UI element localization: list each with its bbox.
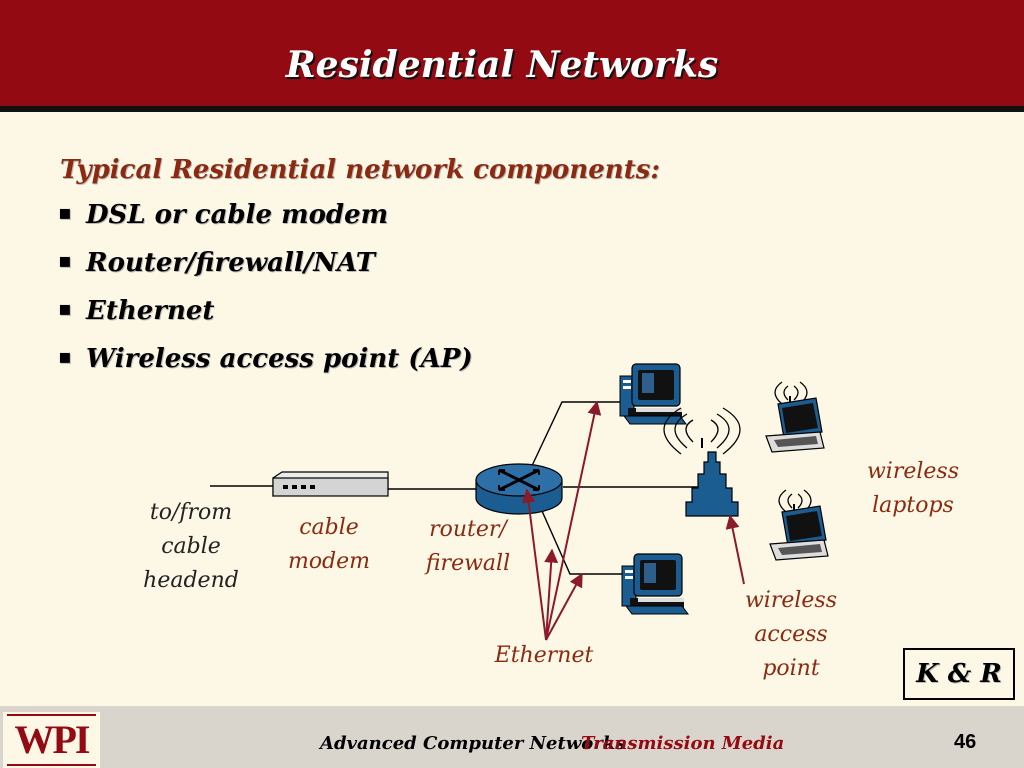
ethernet-arrows bbox=[521, 400, 602, 641]
bullet-item: ▪ DSL or cable modem bbox=[58, 200, 473, 248]
wireless-ap-label: wireless access point bbox=[744, 588, 838, 681]
wpi-logo-text: WPI bbox=[14, 717, 91, 762]
header-bar bbox=[0, 0, 1024, 106]
laptop-icon bbox=[765, 381, 825, 453]
wpi-logo: WPI bbox=[3, 712, 100, 768]
bullet-item: ▪ Router/firewall/NAT bbox=[58, 248, 473, 296]
headend-label: to/from cable headend bbox=[143, 500, 239, 593]
bullet-label: Ethernet bbox=[86, 296, 215, 326]
ap-arrow bbox=[725, 514, 745, 585]
slide-title: Residential Networks bbox=[285, 44, 719, 86]
footer-bar bbox=[0, 706, 1024, 768]
footer-course: Advanced Computer Networks bbox=[320, 733, 626, 754]
bullet-list: ▪ DSL or cable modem ▪ Router/firewall/NAT… bbox=[58, 200, 473, 392]
ethernet-label: Ethernet bbox=[494, 643, 594, 668]
bullet-icon: ▪ bbox=[58, 200, 72, 224]
wireless-laptops-label: wireless laptops bbox=[866, 459, 960, 518]
credit-box: K & R bbox=[903, 648, 1015, 700]
router-label: router/ firewall bbox=[425, 517, 511, 576]
bullet-icon: ▪ bbox=[58, 248, 72, 272]
bullet-label: Wireless access point (AP) bbox=[86, 344, 473, 374]
desktop-computer-icon bbox=[621, 553, 689, 615]
bullet-label: Router/firewall/NAT bbox=[86, 248, 376, 278]
slide-subtitle: Typical Residential network components: bbox=[60, 155, 660, 185]
footer-topic: Transmission Media bbox=[581, 733, 785, 754]
credit-text: K & R bbox=[916, 659, 1002, 689]
laptop-icon bbox=[769, 489, 829, 561]
header-divider bbox=[0, 106, 1024, 112]
bullet-item: ▪ Wireless access point (AP) bbox=[58, 344, 473, 392]
router-icon bbox=[475, 463, 563, 515]
bullet-icon: ▪ bbox=[58, 296, 72, 320]
page-number: 46 bbox=[954, 731, 977, 753]
cable-modem-label: cable modem bbox=[287, 515, 371, 574]
desktop-computer-icon bbox=[619, 363, 687, 425]
cable-modem-icon bbox=[272, 471, 389, 497]
bullet-label: DSL or cable modem bbox=[86, 200, 389, 230]
bullet-icon: ▪ bbox=[58, 344, 72, 368]
bullet-item: ▪ Ethernet bbox=[58, 296, 473, 344]
